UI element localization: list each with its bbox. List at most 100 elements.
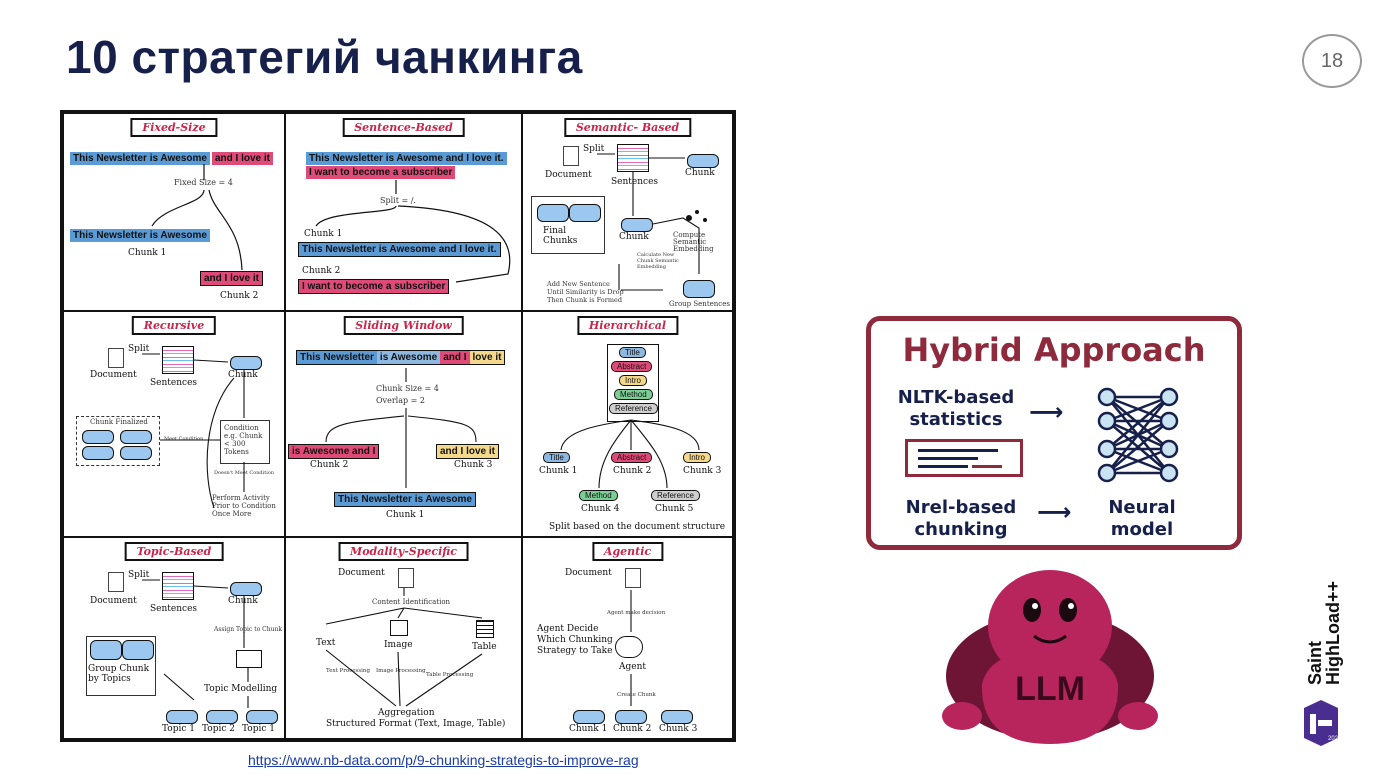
recursive-condition-box xyxy=(220,420,270,464)
hybrid-neural-label: Neural model xyxy=(1108,497,1176,540)
modality-document-icon xyxy=(398,568,414,588)
recursive-chunk-pill xyxy=(230,356,262,370)
agentic-agent-label: Agent xyxy=(619,662,646,672)
hier-chunk4-label: Chunk 4 xyxy=(581,504,620,514)
cell-sentence-based: Sentence-Based This Newsletter is Awesom… xyxy=(285,113,522,311)
cell-hierarchical: Hierarchical Title Abstract Intro Method… xyxy=(522,311,733,537)
cell-modality-specific: Modality-Specific Document Content Ident… xyxy=(285,537,522,739)
hier-chunk3: Intro xyxy=(683,452,712,463)
agentic-decide-label: Agent Decide Which Chunking Strategy to … xyxy=(537,624,613,656)
topic-modelling-label: Topic Modelling xyxy=(204,684,278,694)
recursive-split-label: Split xyxy=(128,344,150,354)
chunking-strategies-figure: Fixed-Size This Newsletter is Awesome an… xyxy=(60,110,736,742)
sliding-chunk1: This Newsletter is Awesome xyxy=(334,492,476,507)
sliding-chunk2: is Awesome and I xyxy=(288,444,380,459)
recursive-perform-label: Perform Activity Prior to Condition Once… xyxy=(212,494,276,518)
fixed-chunk2: and I love it xyxy=(200,271,264,286)
fixed-chunk1: This Newsletter is Awesome xyxy=(70,229,210,242)
semantic-chunk-pill xyxy=(687,154,719,168)
hier-caption: Split based on the document structure xyxy=(549,522,726,532)
hybrid-title: Hybrid Approach xyxy=(902,331,1206,369)
arrow-right-icon: ⟶ xyxy=(1029,398,1064,426)
sentence-line1: This Newsletter is Awesome and I love it… xyxy=(306,152,507,165)
sentence-arrows xyxy=(315,180,511,283)
hier-chunk3-label: Chunk 3 xyxy=(683,466,722,476)
topic-based-title: Topic-Based xyxy=(124,542,224,561)
cell-recursive: Recursive Split Document Sentences Chunk… xyxy=(63,311,285,537)
hierarchical-arrows xyxy=(560,419,700,489)
cell-fixed-size: Fixed-Size This Newsletter is Awesome an… xyxy=(63,113,285,311)
semantic-chunk2-label: Chunk xyxy=(619,232,649,242)
hier-item-reference: Reference xyxy=(609,403,658,414)
semantic-final-pill-1 xyxy=(537,204,569,222)
page-number: 18 xyxy=(1302,34,1362,88)
sentence-line2: I want to become a subscriber xyxy=(306,166,456,179)
semantic-document-label: Document xyxy=(545,170,592,180)
source-link[interactable]: https://www.nb-data.com/p/9-chunking-str… xyxy=(248,752,639,768)
sliding-part-c: and I xyxy=(440,351,470,364)
document-lines-icon xyxy=(905,439,1023,477)
semantic-add-label: Add New Sentence Until Similarity is Dro… xyxy=(547,280,624,304)
recursive-sentences-label: Sentences xyxy=(150,378,198,388)
recursive-sentences-icon xyxy=(162,346,194,374)
cell-semantic-based: Semantic- Based Split Document Sentences… xyxy=(522,113,733,311)
brand-line2: HighLoad++ xyxy=(1323,580,1343,685)
cell-topic-based: Topic-Based Split Document Sentences Chu… xyxy=(63,537,285,739)
fixed-chunk1-label: Chunk 1 xyxy=(128,248,167,258)
topic-pill-2 xyxy=(206,710,238,724)
hierarchical-title: Hierarchical xyxy=(576,316,679,335)
brand-wordmark: Saint HighLoad++ xyxy=(1305,580,1343,685)
sentence-chunk2-label: Chunk 2 xyxy=(302,266,341,276)
fixed-sentence-part2: and I love it xyxy=(212,152,274,165)
hier-chunk2-label: Chunk 2 xyxy=(613,466,652,476)
semantic-based-title: Semantic- Based xyxy=(563,118,692,137)
semantic-final-pill-2 xyxy=(569,204,601,222)
semantic-compute-label: Compute Semantic Embedding xyxy=(673,231,714,253)
modality-tp-label: Text Processing xyxy=(326,668,370,674)
agentic-pill-3 xyxy=(661,710,693,724)
hybrid-nrel-label: Nrel-based chunking xyxy=(905,497,1017,540)
hier-chunk5: Reference xyxy=(651,490,700,501)
hier-chunk5-label: Chunk 5 xyxy=(655,504,694,514)
semantic-group-label: Group Sentences xyxy=(669,300,730,308)
recursive-final-pill-3 xyxy=(82,446,114,460)
agentic-pill-1 xyxy=(573,710,605,724)
agentic-document-label: Document xyxy=(565,568,612,578)
modality-arrows xyxy=(325,588,483,707)
hier-item-method: Method xyxy=(614,389,653,400)
semantic-document-icon xyxy=(563,146,579,166)
modality-tbp-label: Table Processing xyxy=(426,672,474,678)
sliding-arrows xyxy=(325,368,477,488)
sentence-chunk1-label: Chunk 1 xyxy=(304,229,343,239)
recursive-arrows xyxy=(142,353,245,509)
recursive-document-label: Document xyxy=(90,370,137,380)
modality-document-label: Document xyxy=(338,568,385,578)
table-icon xyxy=(476,620,494,638)
topic-group-box xyxy=(86,636,156,696)
sliding-chunk1-label: Chunk 1 xyxy=(386,510,425,520)
modality-ip-label: Image Processing xyxy=(376,668,426,674)
semantic-final-label: Final Chunks xyxy=(543,226,578,246)
sliding-part-a: This Newsletter xyxy=(297,351,377,364)
fixed-sentence-part1: This Newsletter is Awesome xyxy=(70,152,210,165)
hier-item-title: Title xyxy=(619,347,646,358)
sliding-chunk3: and I love it xyxy=(436,444,500,459)
sliding-overlap-label: Overlap = 2 xyxy=(376,396,425,405)
cell-sliding-window: Sliding Window This Newsletter is Awesom… xyxy=(285,311,522,537)
hier-item-intro: Intro xyxy=(619,375,648,386)
topic-pill-3 xyxy=(246,710,278,724)
llm-turtle-mascot: LLM xyxy=(942,570,1158,744)
highload-logo-icon: 2025 xyxy=(1304,700,1338,746)
agentic-chunk1-label: Chunk 1 xyxy=(569,724,608,734)
neural-network-icon xyxy=(1097,387,1179,483)
sliding-part-b: is Awesome xyxy=(376,351,441,364)
semantic-chunk-label: Chunk xyxy=(685,168,715,178)
topic-group-pill-2 xyxy=(122,640,154,660)
modality-specific-title: Modality-Specific xyxy=(338,542,469,561)
fixed-size-title: Fixed-Size xyxy=(130,118,218,137)
recursive-title: Recursive xyxy=(131,316,217,335)
topic-sentences-icon xyxy=(162,572,194,600)
topic-3-label: Topic 1 xyxy=(242,724,275,734)
laptop-icon xyxy=(236,650,262,668)
hier-chunk1: Title xyxy=(543,452,570,463)
